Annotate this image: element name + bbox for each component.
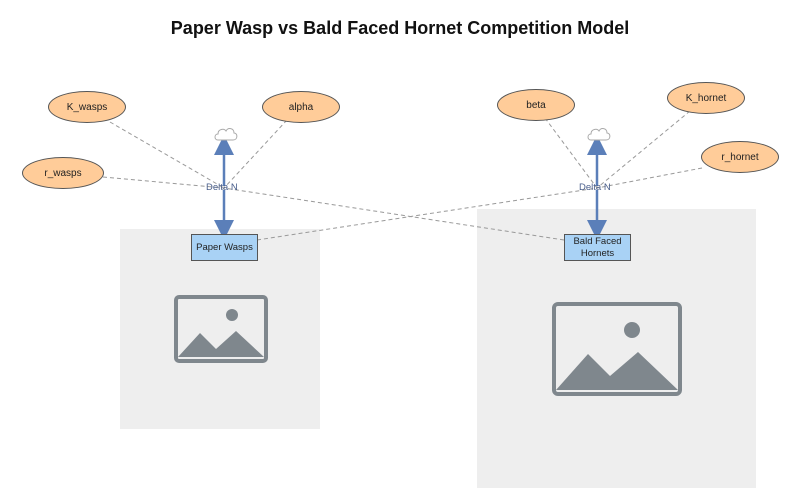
param-label: r_wasps — [44, 167, 82, 179]
param-k-hornet[interactable]: K_hornet — [667, 82, 745, 114]
param-k-wasps[interactable]: K_wasps — [48, 91, 126, 123]
cloud-icon — [214, 128, 238, 141]
stock-paper-wasps[interactable]: Paper Wasps — [191, 234, 258, 261]
param-label: K_hornet — [685, 92, 727, 104]
param-alpha[interactable]: alpha — [262, 91, 340, 123]
link-beta — [544, 117, 598, 189]
link-wasps-to-hornets-flow — [256, 187, 598, 241]
param-label: alpha — [288, 101, 314, 113]
link-hornets-to-wasps-flow — [223, 187, 565, 241]
param-label: K_wasps — [66, 101, 108, 113]
param-label: beta — [526, 99, 546, 111]
stock-label: Paper Wasps — [196, 241, 253, 253]
link-khornet — [596, 110, 691, 189]
cloud-icon — [587, 128, 611, 141]
link-rhornet — [596, 167, 703, 189]
param-r-wasps[interactable]: r_wasps — [22, 157, 104, 189]
param-beta[interactable]: beta — [497, 89, 575, 121]
param-r-hornet[interactable]: r_hornet — [701, 141, 779, 173]
link-rwasps — [102, 176, 225, 189]
link-alpha — [223, 119, 288, 189]
param-label: r_hornet — [721, 151, 759, 163]
stock-label: Bald Faced Hornets — [573, 235, 622, 259]
diagram-title: Paper Wasp vs Bald Faced Hornet Competit… — [170, 18, 630, 38]
image-icon — [174, 295, 268, 363]
image-icon — [552, 302, 682, 396]
link-kwasps — [109, 121, 225, 189]
flow-wasps[interactable]: Delta N — [206, 182, 238, 193]
image-placeholder-wasps — [120, 229, 320, 429]
flow-hornets[interactable]: Delta N — [579, 182, 611, 193]
stock-bald-faced-hornets[interactable]: Bald Faced Hornets — [564, 234, 631, 261]
